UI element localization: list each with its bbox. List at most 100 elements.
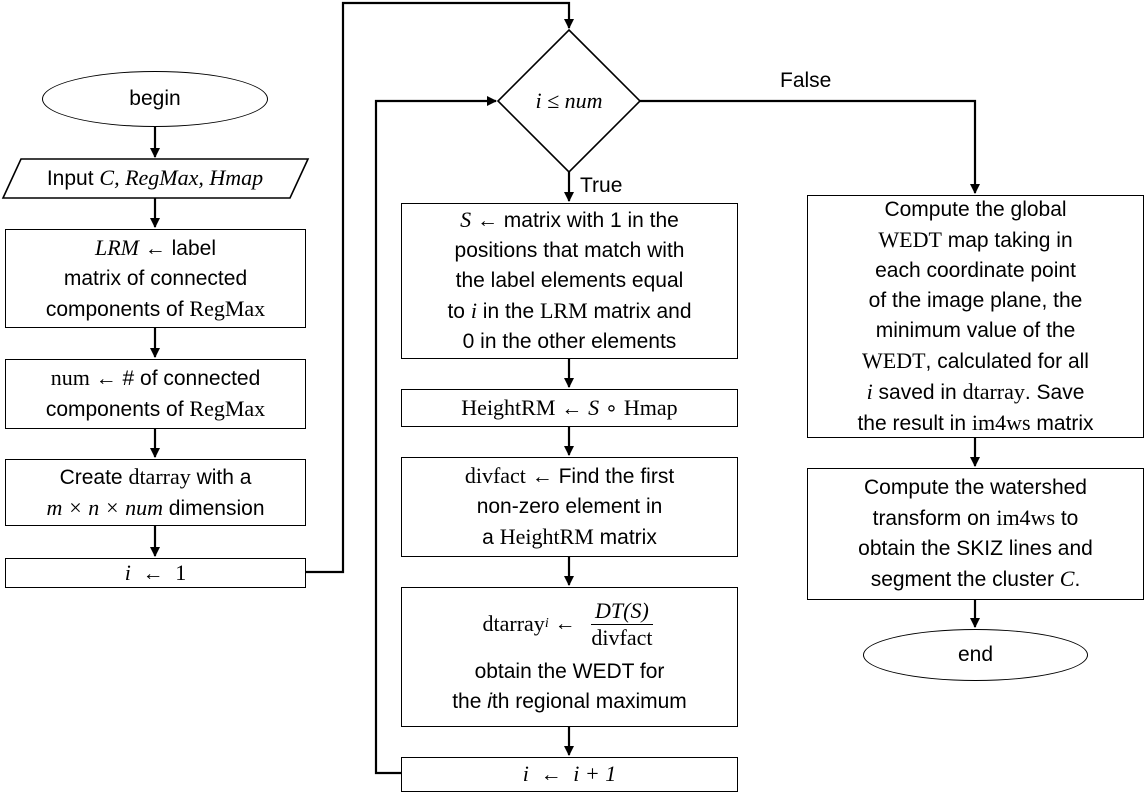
s-line4-var: i (470, 298, 477, 323)
s-line4-text1: to (447, 300, 471, 323)
watershed-line4-tail: . (1074, 568, 1081, 591)
edge-init-condition (306, 1, 574, 574)
divfact-line1: Find the first (558, 465, 675, 488)
create-line1-math: dtarray (128, 463, 191, 489)
create-line1-tail: with a (190, 465, 252, 489)
begin-terminal: begin (42, 71, 268, 127)
global-line3: each coordinate point (875, 258, 1076, 282)
s-line4-math: LRM (539, 298, 588, 323)
init-value: 1 (175, 559, 187, 585)
dtarray-denominator: divfact (591, 624, 653, 650)
height-process: HeightRM ← S ∘ Hmap (401, 389, 738, 427)
divfact-var: divfact (464, 463, 526, 488)
lrm-process: LRM ← label matrix of connected componen… (5, 229, 306, 328)
end-terminal: end (863, 629, 1088, 681)
height-rhs-var: S (588, 394, 600, 420)
create-line2-text: dimension (162, 496, 265, 520)
global-process: Compute the global WEDT map taking in ea… (807, 195, 1144, 438)
num-line2-math: RegMax (189, 396, 266, 421)
watershed-line4-text: segment the cluster (870, 568, 1060, 591)
edge-condition-global (640, 99, 980, 194)
global-line6-text: , calculated for all (925, 349, 1089, 373)
s-line4-text2: in the (476, 300, 540, 323)
num-line1: # of connected (122, 367, 261, 390)
dtarray-numerator: DT(S) (591, 598, 653, 625)
create-process: Create dtarray with a m × n × num dimens… (5, 459, 306, 526)
input-vars: C, RegMax, Hmap (99, 165, 264, 190)
input-node: Input C, RegMax, Hmap (8, 159, 302, 198)
watershed-line3: obtain the SKIZ lines and (858, 537, 1093, 560)
dtarray-line3-pre: the (452, 689, 488, 713)
increment-var: i (522, 761, 529, 786)
lrm-line1: label (171, 236, 217, 260)
divfact-line3-tail: matrix (593, 526, 657, 549)
global-line7-text: saved in (872, 380, 963, 404)
init-process: i ← 1 (5, 558, 306, 588)
global-line8-tail: matrix (1030, 411, 1094, 435)
input-prefix: Input (46, 167, 100, 190)
height-rhs-op: ∘ (599, 396, 624, 420)
create-line1-text: Create (59, 465, 129, 489)
lrm-line3-math: RegMax (189, 295, 266, 321)
global-line5: minimum value of the (875, 318, 1076, 342)
divfact-arrow: ← (525, 465, 559, 488)
global-line8-math: im4ws (971, 409, 1031, 435)
global-line8-text: the result in (857, 411, 972, 435)
s-line5: 0 in the other elements (462, 330, 677, 353)
dtarray-line2: obtain the WEDT for (474, 659, 665, 683)
watershed-process: Compute the watershed transform on im4ws… (807, 468, 1144, 600)
s-line4-text3: matrix and (587, 300, 692, 323)
s-line2: positions that match with (454, 239, 685, 262)
false-edge-label: False (780, 69, 832, 92)
global-line1: Compute the global (884, 197, 1067, 221)
dtarray-arrow: ← (548, 612, 582, 635)
init-arrow: ← (130, 561, 176, 585)
height-rhs-math: Hmap (623, 394, 678, 420)
num-arrow: ← (89, 367, 123, 390)
watershed-line1: Compute the watershed (864, 476, 1087, 499)
divfact-line3-math: HeightRM (499, 524, 594, 549)
height-lhs: HeightRM (461, 394, 556, 420)
init-var: i (124, 559, 131, 585)
condition-text: i ≤ num (535, 88, 603, 113)
global-line7-math: dtarray (962, 378, 1025, 404)
lrm-var: LRM (94, 234, 139, 260)
divfact-line2: non-zero element in (476, 495, 663, 518)
dtarray-sup: i (544, 616, 549, 631)
s-arrow: ← (471, 209, 504, 232)
lrm-line3-text: components of (45, 297, 190, 321)
dtarray-fraction: DT(S) divfact (587, 598, 656, 651)
dtarray-lhs: dtarray (482, 611, 545, 636)
dtarray-line3-post: th regional maximum (491, 689, 687, 713)
dtarray-line3-italic: i (487, 689, 492, 713)
watershed-line2-text: transform on (872, 507, 997, 530)
watershed-line2-tail: to (1055, 507, 1079, 530)
s-var: S (460, 207, 472, 232)
end-label: end (957, 643, 994, 666)
num-var: num (50, 365, 90, 390)
num-line2-text: components of (45, 398, 190, 421)
s-line1: matrix with 1 in the (503, 209, 679, 232)
global-line2-text: map taking in (941, 228, 1073, 252)
increment-rhs: i + 1 (573, 761, 617, 786)
input-parallelogram (1, 158, 310, 199)
begin-label: begin (129, 87, 181, 110)
global-line6-math: WEDT (862, 347, 926, 373)
lrm-line2: matrix of connected (63, 266, 248, 290)
divfact-process: divfact ← Find the first non-zero elemen… (401, 457, 738, 557)
s-process: S ← matrix with 1 in the positions that … (401, 203, 738, 359)
num-process: num ← # of connected components of RegMa… (5, 359, 306, 429)
increment-process: i ← i + 1 (401, 757, 738, 792)
watershed-line2-math: im4ws (996, 505, 1056, 530)
global-line7-tail: . Save (1024, 380, 1085, 404)
edge-increment-condition (374, 96, 497, 775)
global-line2-math: WEDT (878, 226, 942, 252)
create-line2-math: m × n × num (46, 494, 163, 520)
increment-arrow: ← (528, 763, 574, 786)
condition-diamond (496, 28, 642, 174)
global-line7-var: i (866, 378, 873, 404)
global-line4: of the image plane, the (868, 288, 1083, 312)
